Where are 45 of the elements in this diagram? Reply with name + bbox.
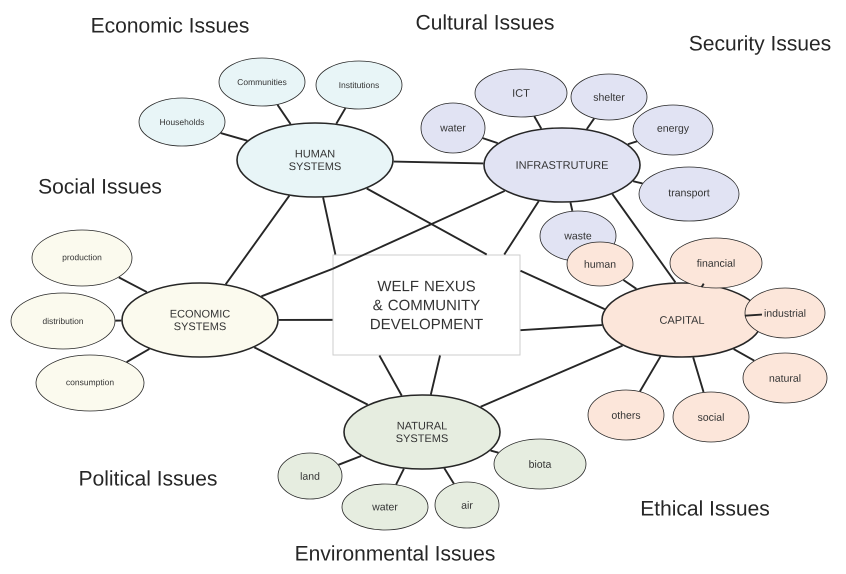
title-box: WELF NEXUS & COMMUNITY DEVELOPMENT <box>332 254 520 356</box>
connector-line <box>224 195 290 285</box>
connector-line <box>322 197 336 255</box>
issue-label: Environmental Issues <box>296 545 495 561</box>
connector-line <box>430 355 441 395</box>
issue-label: Social Issues <box>39 178 162 194</box>
connector-line <box>394 160 484 164</box>
connector-line <box>338 455 362 466</box>
connector-line <box>639 356 662 392</box>
connector-line <box>254 346 368 406</box>
connector-line <box>520 324 602 332</box>
connector-line <box>570 202 574 212</box>
connector-line <box>261 268 333 298</box>
connector-line <box>482 137 498 144</box>
connector-line <box>586 118 595 130</box>
connector-line <box>632 180 643 184</box>
connector-line <box>733 348 755 362</box>
connector-line <box>115 320 122 322</box>
connector-line <box>692 357 704 392</box>
issue-label: Political Issues <box>80 470 217 486</box>
connector-line <box>520 270 606 310</box>
connector-line <box>480 344 623 408</box>
issue-label: Security Issues <box>690 35 830 55</box>
issue-label: Economic Issues <box>92 17 249 33</box>
connector-line <box>503 200 540 256</box>
connector-line <box>444 468 455 484</box>
connector-line <box>533 116 542 129</box>
connector-line <box>220 132 248 142</box>
connector-line <box>612 194 676 283</box>
connector-line <box>378 355 402 396</box>
connector-line <box>622 279 637 290</box>
connector-line <box>278 318 332 321</box>
issue-label: Ethical Issues <box>642 500 769 516</box>
connector-line <box>490 450 499 454</box>
connector-line <box>126 348 150 363</box>
connector-line <box>628 140 638 146</box>
connector-line <box>336 108 346 124</box>
issue-label: Cultural Issues <box>416 14 554 30</box>
connector-line <box>276 104 292 125</box>
connector-line <box>366 188 488 256</box>
connector-line <box>395 468 405 485</box>
connector-line <box>744 314 762 317</box>
connector-line <box>700 283 705 288</box>
connector-line <box>332 190 506 270</box>
connector-line <box>118 276 148 293</box>
